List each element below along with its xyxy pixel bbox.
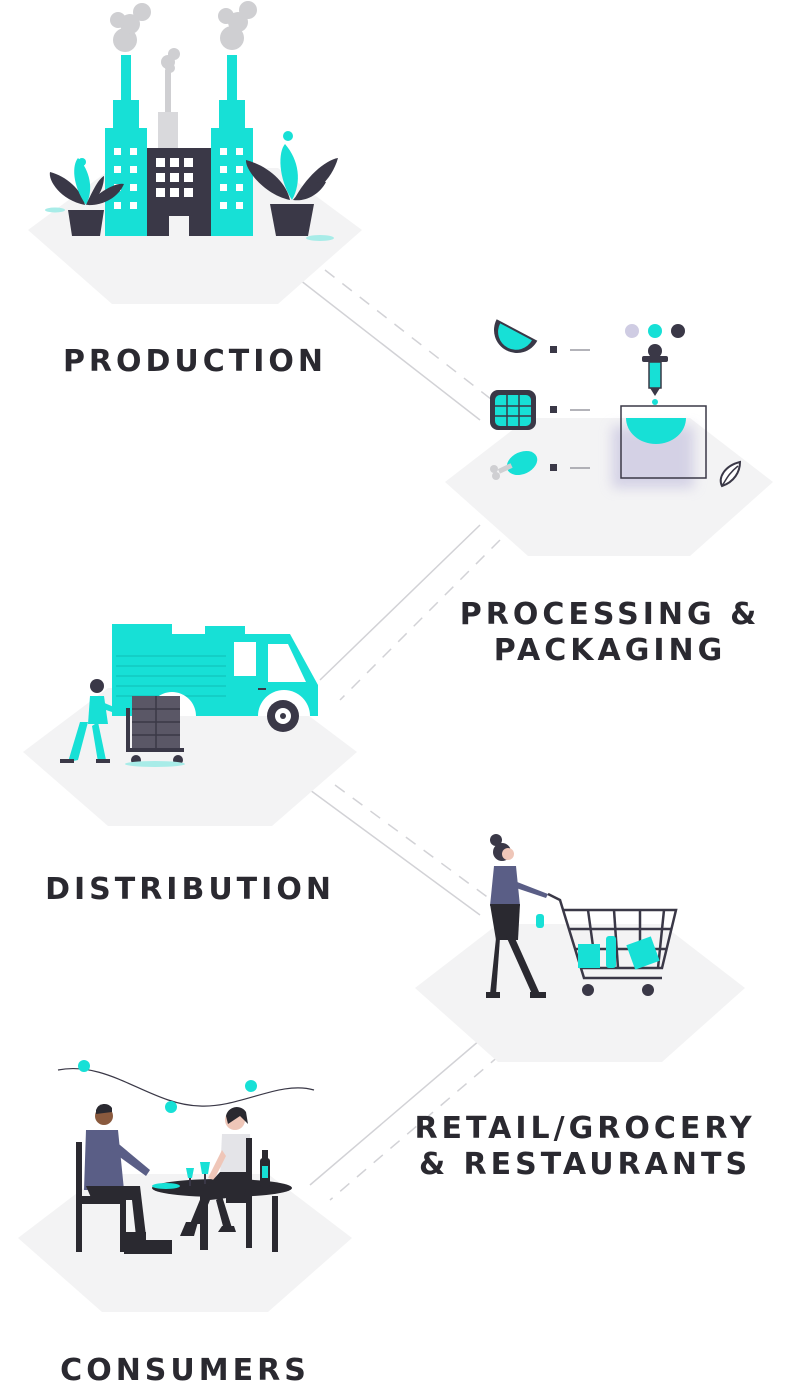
connector-dashed-1 (324, 269, 506, 411)
stage-label-line: PROCESSING & (459, 597, 761, 632)
connector-dashed-2 (339, 539, 501, 701)
stage-label-production: PRODUCTION (30, 344, 360, 380)
stage-label-processing: PROCESSING & PACKAGING (440, 597, 780, 669)
connector-dashed-4 (329, 1054, 501, 1201)
stage-label-line: RETAIL/GROCERY (414, 1111, 756, 1146)
connector-solid-1 (299, 279, 481, 421)
stage-label-line: & RESTAURANTS (418, 1147, 752, 1182)
shopping-cart-icon (486, 834, 678, 998)
stage-label-line: CONSUMERS (60, 1353, 310, 1388)
delivery-truck-icon (60, 624, 324, 767)
platform-processing (445, 418, 773, 556)
stage-label-line: PACKAGING (493, 633, 727, 668)
platform-consumers (18, 1174, 352, 1312)
connector-dashed-3 (334, 784, 506, 911)
connector-solid-4 (309, 1039, 481, 1186)
food-processing-icon (490, 319, 742, 488)
stage-label-line: PRODUCTION (62, 344, 328, 379)
connectors (299, 269, 506, 1201)
stage-label-distribution: DISTRIBUTION (20, 872, 360, 908)
connector-solid-3 (309, 789, 481, 916)
dining-couple-icon (57, 1060, 315, 1254)
stage-label-line: DISTRIBUTION (45, 872, 335, 907)
stage-label-consumers: CONSUMERS (20, 1353, 350, 1389)
factory-icon (45, 1, 338, 241)
stage-label-retail: RETAIL/GROCERY & RESTAURANTS (400, 1111, 770, 1183)
connector-solid-2 (319, 524, 481, 681)
